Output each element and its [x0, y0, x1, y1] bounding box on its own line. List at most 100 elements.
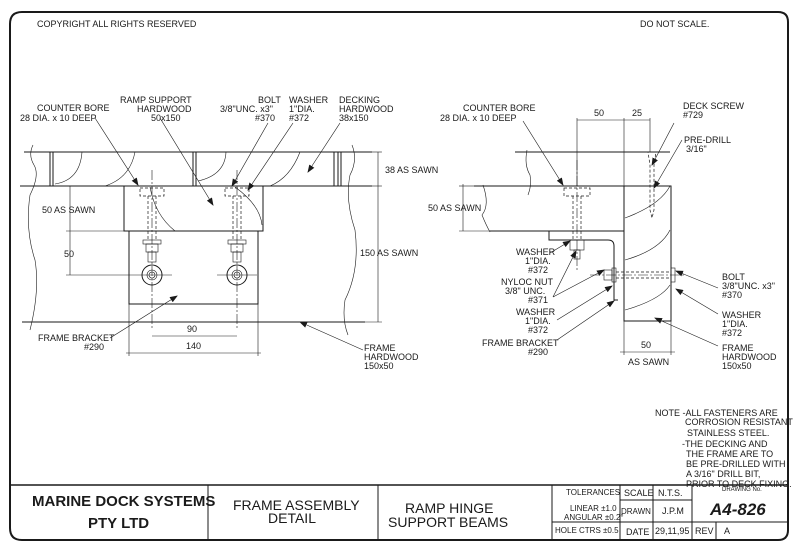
- date-label: DATE: [626, 527, 649, 537]
- tolerance-hole-ctrs: HOLE CTRS ±0.5: [555, 526, 619, 535]
- svg-text:3/16": 3/16": [686, 144, 707, 154]
- svg-text:#370: #370: [255, 113, 275, 123]
- svg-text:150x50: 150x50: [722, 361, 752, 371]
- drawing-title-line2: DETAIL: [268, 510, 316, 526]
- bolt: [132, 170, 172, 330]
- label-bolt-right: BOLT 3/8"UNC. x3" #370: [722, 272, 775, 300]
- label-frame-bracket: FRAME BRACKET #290: [38, 333, 115, 352]
- label-frame-hardwood-right: FRAME HARDWOOD 150x50: [722, 343, 777, 371]
- svg-text:150x50: 150x50: [364, 361, 394, 371]
- dim-bolt-spacing: 90: [187, 324, 197, 334]
- svg-text:#290: #290: [528, 347, 548, 357]
- svg-text:FRAME BRACKET: FRAME BRACKET: [38, 333, 115, 343]
- svg-text:DECKING: DECKING: [339, 95, 380, 105]
- svg-text:WASHER: WASHER: [722, 310, 762, 320]
- right-view: 50 25 50 AS SAWN 50 AS SAWN COUNTER BORE…: [428, 101, 777, 371]
- tolerances-label: TOLERANCES: [566, 488, 620, 497]
- dim-frame-height: 150 AS SAWN: [360, 248, 418, 258]
- note-line: CORROSION RESISTANT: [685, 417, 793, 427]
- svg-text:WASHER: WASHER: [516, 247, 556, 257]
- dim-deck-thickness: 38 AS SAWN: [385, 165, 438, 175]
- svg-text:HARDWOOD: HARDWOOD: [722, 352, 777, 362]
- svg-text:BOLT: BOLT: [722, 272, 745, 282]
- label-washer: WASHER 1"DIA. #372: [289, 95, 329, 123]
- dim-top-b: 25: [632, 108, 642, 118]
- dim-frame-width-note: AS SAWN: [628, 357, 669, 367]
- deck-board: [52, 151, 194, 187]
- rev-label: REV: [695, 526, 714, 536]
- svg-text:#371: #371: [528, 295, 548, 305]
- svg-text:38x150: 38x150: [339, 113, 369, 123]
- note-line: THE FRAME ARE TO: [686, 449, 773, 459]
- drawn-label: DRAWN: [621, 507, 651, 516]
- sheet-border: [9, 11, 789, 541]
- drawing-title: FRAME ASSEMBLY: [233, 497, 360, 513]
- frame-post: [623, 185, 672, 322]
- svg-text:1"DIA.: 1"DIA.: [722, 319, 748, 329]
- note-line: -THE DECKING AND: [682, 439, 768, 449]
- drawing-number: A4-826: [709, 500, 766, 519]
- svg-text:FRAME BRACKET: FRAME BRACKET: [482, 338, 559, 348]
- svg-text:3/8"UNC. x3": 3/8"UNC. x3": [220, 104, 273, 114]
- label-frame-hardwood: FRAME HARDWOOD 150x50: [364, 343, 419, 371]
- svg-text:3/8" UNC.: 3/8" UNC.: [505, 286, 545, 296]
- svg-text:COUNTER BORE: COUNTER BORE: [37, 103, 110, 113]
- svg-text:DECK SCREW: DECK SCREW: [683, 101, 745, 111]
- dim-frame-width: 50: [641, 340, 651, 350]
- label-nyloc-nut: NYLOC NUT 3/8" UNC. #371: [501, 277, 554, 305]
- svg-text:HARDWOOD: HARDWOOD: [137, 104, 192, 114]
- note-line: PRIOR TO DECK FIXING.: [686, 479, 792, 489]
- note-line: NOTE -ALL FASTENERS ARE: [655, 408, 778, 418]
- drawing-no-label: DRAWING No.: [722, 487, 762, 493]
- dim-top-a: 50: [594, 108, 604, 118]
- drawing-subtitle: RAMP HINGE: [405, 500, 493, 516]
- svg-text:WASHER: WASHER: [516, 307, 556, 317]
- deck-board: [195, 151, 335, 187]
- label-counter-bore-right: COUNTER BORE 28 DIA. x 10 DEEP: [440, 103, 536, 123]
- left-view: 38 AS SAWN 150 AS SAWN 50 AS SAWN 50 90 …: [20, 95, 438, 371]
- svg-text:COUNTER BORE: COUNTER BORE: [463, 103, 536, 113]
- scale-value: N.T.S.: [658, 488, 683, 498]
- svg-text:#370: #370: [722, 290, 742, 300]
- dim-bracket-offset: 50: [64, 249, 74, 259]
- tolerance-linear: LINEAR ±1.0: [570, 504, 617, 513]
- drawn-value: J.P.M: [662, 506, 684, 516]
- note-line: BE PRE-DRILLED WITH: [686, 459, 786, 469]
- label-bolt: BOLT 3/8"UNC. x3" #370: [220, 95, 281, 123]
- rev-value: A: [724, 526, 730, 536]
- svg-text:28 DIA. x 10 DEEP: 28 DIA. x 10 DEEP: [440, 113, 517, 123]
- svg-text:3/8"UNC. x3": 3/8"UNC. x3": [722, 281, 775, 291]
- date-value: 29,11,95: [655, 526, 689, 536]
- drawing-subtitle-line2: SUPPORT BEAMS: [388, 514, 508, 530]
- notes-block: NOTE -ALL FASTENERS ARE CORROSION RESIST…: [655, 408, 793, 489]
- svg-text:#372: #372: [528, 325, 548, 335]
- company-name: MARINE DOCK SYSTEMS: [32, 493, 215, 510]
- deck-board: [337, 151, 342, 187]
- dim-support-thickness: 50 AS SAWN: [42, 205, 95, 215]
- dim-bracket-width: 140: [186, 341, 201, 351]
- svg-text:1"DIA.: 1"DIA.: [289, 104, 315, 114]
- label-frame-bracket-right: FRAME BRACKET #290: [482, 338, 559, 357]
- svg-text:#372: #372: [722, 328, 742, 338]
- dim-support-thickness-right: 50 AS SAWN: [428, 203, 481, 213]
- svg-text:28 DIA. x 10 DEEP: 28 DIA. x 10 DEEP: [20, 113, 97, 123]
- svg-text:WASHER: WASHER: [289, 95, 329, 105]
- svg-text:BOLT: BOLT: [258, 95, 281, 105]
- title-block: MARINE DOCK SYSTEMS PTY LTD FRAME ASSEMB…: [10, 484, 788, 540]
- do-not-scale-text: DO NOT SCALE.: [640, 19, 709, 29]
- svg-text:50x150: 50x150: [151, 113, 181, 123]
- label-decking: DECKING HARDWOOD 38x150: [339, 95, 394, 123]
- company-suffix: PTY LTD: [88, 515, 149, 532]
- label-counter-bore: COUNTER BORE 28 DIA. x 10 DEEP: [20, 103, 110, 123]
- tolerance-angular: ANGULAR ±0.2°: [564, 513, 624, 522]
- svg-text:1"DIA.: 1"DIA.: [525, 316, 551, 326]
- note-line: STAINLESS STEEL.: [687, 428, 769, 438]
- svg-text:FRAME: FRAME: [722, 343, 754, 353]
- svg-text:RAMP SUPPORT: RAMP SUPPORT: [120, 95, 192, 105]
- svg-text:1"DIA.: 1"DIA.: [525, 256, 551, 266]
- scale-label: SCALE: [624, 488, 654, 498]
- label-washer-top: WASHER 1"DIA. #372: [516, 247, 556, 275]
- frame-bracket: [128, 230, 259, 305]
- frame-bracket: [548, 231, 618, 301]
